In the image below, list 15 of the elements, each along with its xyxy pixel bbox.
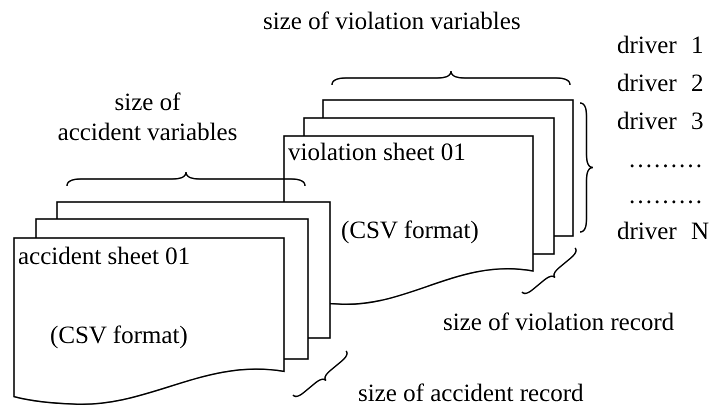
row-label: driver 3	[617, 108, 704, 136]
row-label: driver N	[617, 218, 709, 246]
ellipsis-label: ………	[628, 182, 703, 210]
sheet-title: violation sheet 01	[288, 139, 466, 166]
dimension-label: size of violation variables	[263, 8, 521, 36]
document-sheet	[13, 237, 285, 405]
row-label: driver 2	[617, 70, 704, 98]
sheet-title: accident sheet 01	[18, 243, 190, 270]
dimension-label: size of accident record	[358, 380, 584, 408]
format-note: (CSV format)	[50, 322, 188, 350]
row-label: driver 1	[617, 32, 704, 60]
format-note: (CSV format)	[341, 217, 479, 244]
ellipsis-label: ………	[628, 146, 703, 174]
dimension-label: size of accident variables	[56, 88, 238, 148]
dimension-label: size of violation record	[443, 309, 674, 336]
